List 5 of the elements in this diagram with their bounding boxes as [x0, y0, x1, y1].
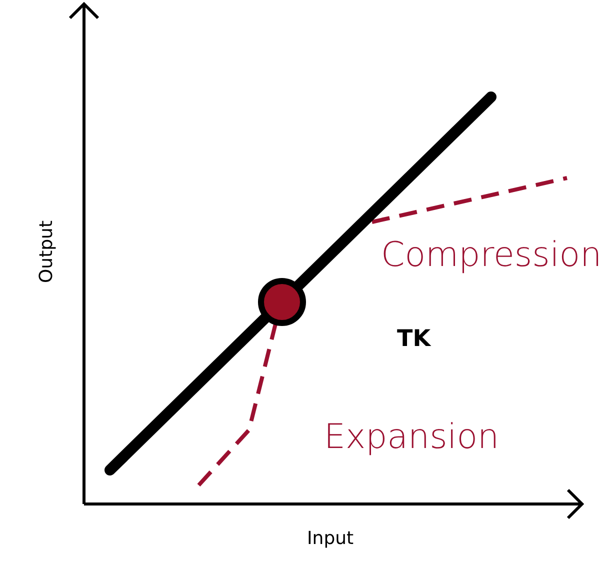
axis-label: Input	[307, 530, 354, 548]
region-label: Expansion	[324, 420, 500, 454]
axis-label: Output	[38, 220, 56, 283]
region-label: Compression	[381, 238, 601, 272]
point-label: TK	[397, 328, 431, 351]
